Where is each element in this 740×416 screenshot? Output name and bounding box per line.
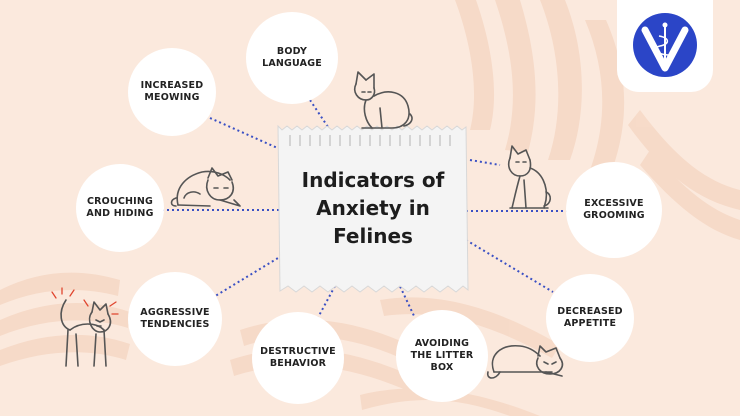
node-label: EXCESSIVE GROOMING [583,198,645,221]
node-destructive: DESTRUCTIVE BEHAVIOR [252,312,344,404]
cat-angry-icon [51,287,119,367]
node-body-language: BODY LANGUAGE [246,12,338,104]
cat-grooming-icon [507,145,552,209]
node-label: DESTRUCTIVE BEHAVIOR [260,346,336,369]
cat-sitting-icon [353,71,413,129]
node-litter-box: AVOIDING THE LITTER BOX [396,310,488,402]
node-excessive-grooming: EXCESSIVE GROOMING [566,162,662,258]
connector-lines [162,99,572,324]
paper-note [277,124,469,293]
node-label: AGGRESSIVE TENDENCIES [140,307,210,330]
node-increased-meowing: INCREASED MEOWING [128,48,216,136]
node-label: CROUCHING AND HIDING [86,196,154,219]
logo-badge [617,0,713,92]
node-label: BODY LANGUAGE [262,46,322,69]
node-crouching-hiding: CROUCHING AND HIDING [76,164,164,252]
cat-lying-icon [486,345,564,379]
node-label: INCREASED MEOWING [140,80,204,103]
cat-crouching-icon [170,167,241,207]
node-label: DECREASED APPETITE [557,306,623,329]
node-decreased-appetite: DECREASED APPETITE [546,274,634,362]
diagram-title: Indicators of Anxiety in Felines [301,168,445,248]
node-label: AVOIDING THE LITTER BOX [410,338,474,373]
node-aggressive: AGGRESSIVE TENDENCIES [128,272,222,366]
